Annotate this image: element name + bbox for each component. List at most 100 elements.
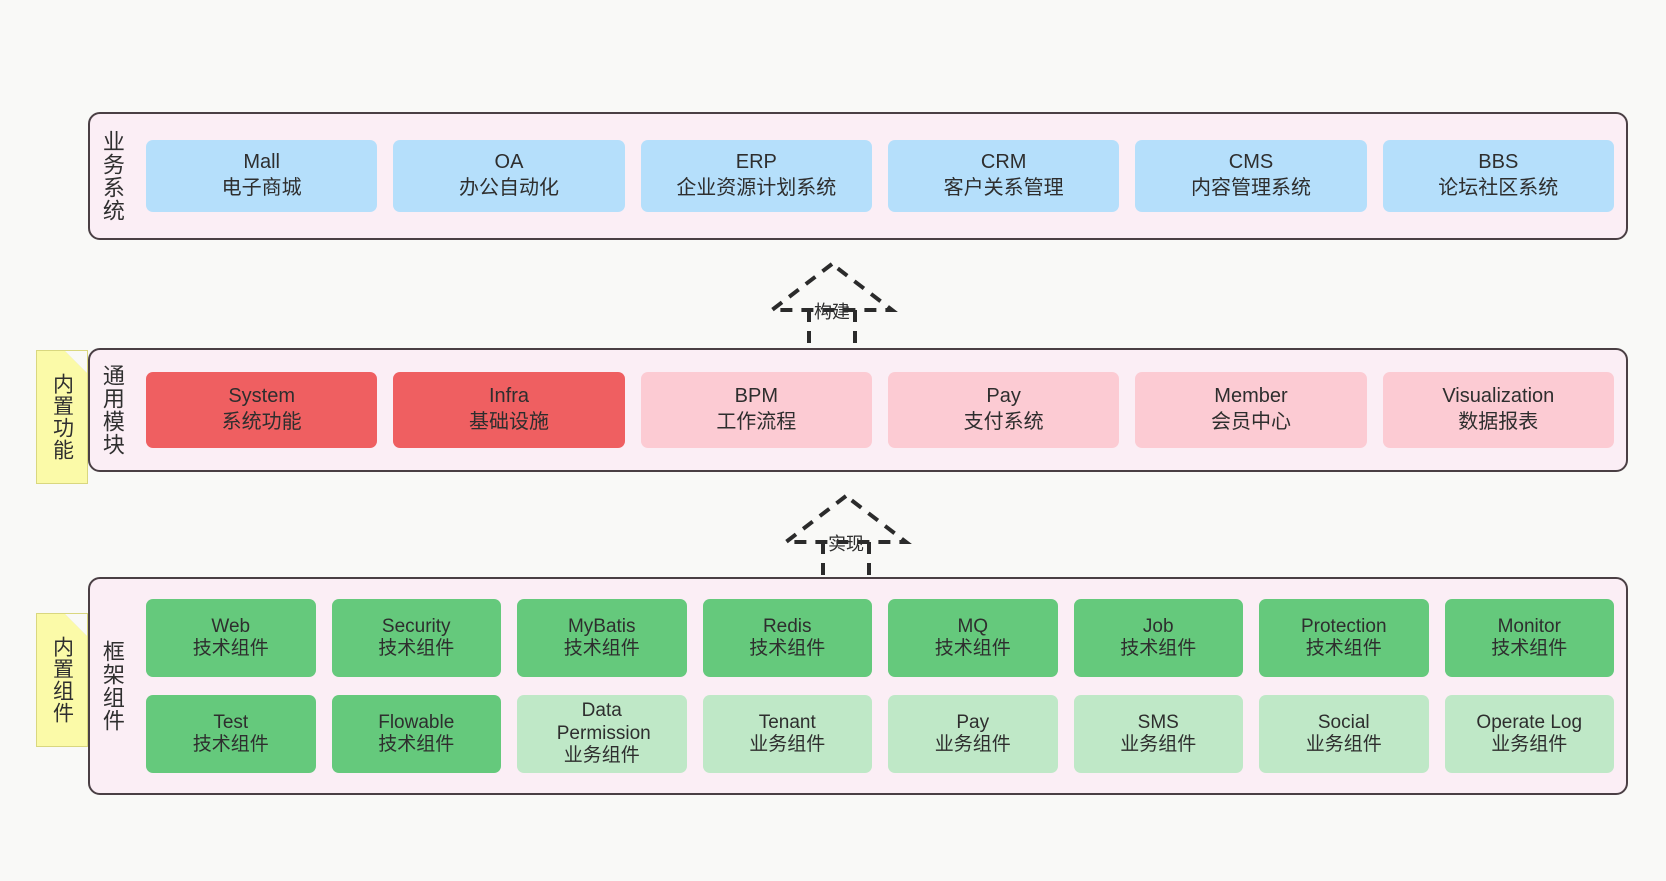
connector-build: 构建 bbox=[752, 258, 912, 348]
node-pay[interactable]: Pay 支付系统 bbox=[887, 372, 1120, 448]
arrow-stem bbox=[821, 542, 871, 578]
node-protection[interactable]: Protection 技术组件 bbox=[1259, 599, 1429, 677]
node-title: Test bbox=[213, 711, 249, 733]
node-subtitle: 系统功能 bbox=[221, 411, 302, 433]
node-cms[interactable]: CMS 内容管理系统 bbox=[1135, 140, 1367, 212]
node-test[interactable]: Test 技术组件 bbox=[146, 695, 316, 773]
node-title: Tenant bbox=[758, 711, 816, 733]
node-row: Web 技术组件 Security 技术组件 MyBatis 技术组件 Redi… bbox=[146, 599, 1614, 677]
node-subtitle: 企业资源计划系统 bbox=[676, 177, 837, 199]
node-title: Pay bbox=[956, 711, 990, 733]
node-subtitle: 技术组件 bbox=[1120, 638, 1197, 659]
node-subtitle: 技术组件 bbox=[378, 638, 455, 659]
node-title: Job bbox=[1142, 615, 1174, 637]
node-data-permission[interactable]: Data Permission 业务组件 bbox=[517, 695, 687, 773]
node-subtitle: 技术组件 bbox=[749, 638, 826, 659]
node-subtitle: 技术组件 bbox=[378, 734, 455, 755]
node-row: System 系统功能 Infra 基础设施 BPM 工作流程 Pay 支付系统… bbox=[146, 372, 1614, 448]
node-title: Security bbox=[381, 615, 451, 637]
layer-business-systems: 业务系统 Mall 电子商城 OA 办公自动化 ERP 企业资源计划系统 CRM… bbox=[88, 112, 1628, 240]
sticky-note-builtin-features: 内置功能 bbox=[36, 350, 88, 484]
node-infra[interactable]: Infra 基础设施 bbox=[393, 372, 625, 448]
node-visualization[interactable]: Visualization 数据报表 bbox=[1382, 372, 1614, 448]
node-subtitle: 技术组件 bbox=[1491, 638, 1568, 659]
node-bpm[interactable]: BPM 工作流程 bbox=[640, 372, 872, 448]
node-subtitle: 论坛社区系统 bbox=[1438, 177, 1559, 199]
node-pay-component[interactable]: Pay 业务组件 bbox=[888, 695, 1058, 773]
layer-title-common-modules: 通用模块 bbox=[99, 364, 125, 456]
node-oa[interactable]: OA 办公自动化 bbox=[393, 140, 625, 212]
node-title: Redis bbox=[762, 615, 812, 637]
node-subtitle: 办公自动化 bbox=[458, 177, 559, 199]
node-subtitle: 数据报表 bbox=[1458, 411, 1539, 433]
node-subtitle: 业务组件 bbox=[1120, 734, 1197, 755]
node-title: ERP bbox=[735, 151, 777, 174]
node-subtitle: 支付系统 bbox=[963, 411, 1044, 433]
node-subtitle: 工作流程 bbox=[716, 411, 797, 433]
node-subtitle: 业务组件 bbox=[563, 745, 640, 767]
node-mybatis[interactable]: MyBatis 技术组件 bbox=[517, 599, 687, 677]
node-subtitle: 业务组件 bbox=[749, 734, 826, 755]
layer-title-business-systems: 业务系统 bbox=[99, 130, 125, 222]
arrowhead-triangle bbox=[766, 261, 898, 312]
node-security[interactable]: Security 技术组件 bbox=[331, 599, 501, 677]
layer-common-modules: 通用模块 System 系统功能 Infra 基础设施 BPM 工作流程 Pay… bbox=[88, 348, 1628, 472]
node-social[interactable]: Social 业务组件 bbox=[1259, 695, 1429, 773]
sticky-note-builtin-components: 内置组件 bbox=[36, 613, 88, 747]
node-subtitle: 业务组件 bbox=[1491, 734, 1568, 755]
node-title: CRM bbox=[980, 151, 1027, 174]
node-flowable[interactable]: Flowable 技术组件 bbox=[331, 695, 501, 773]
layer-body-framework-components: Web 技术组件 Security 技术组件 MyBatis 技术组件 Redi… bbox=[134, 579, 1626, 793]
node-crm[interactable]: CRM 客户关系管理 bbox=[887, 140, 1120, 212]
node-job[interactable]: Job 技术组件 bbox=[1073, 599, 1243, 677]
node-title: System bbox=[228, 385, 295, 408]
node-operate-log[interactable]: Operate Log 业务组件 bbox=[1444, 695, 1614, 773]
layer-title-framework-components: 框架组件 bbox=[99, 640, 125, 732]
connector-build-label: 构建 bbox=[814, 302, 850, 322]
node-title: BPM bbox=[734, 385, 778, 408]
node-title: Protection bbox=[1300, 615, 1387, 637]
node-title: Flowable bbox=[378, 711, 455, 733]
node-title: Member bbox=[1214, 385, 1288, 408]
connector-implement: 实现 bbox=[766, 490, 926, 580]
node-title: Monitor bbox=[1497, 615, 1561, 637]
node-subtitle: 基础设施 bbox=[468, 411, 549, 433]
note-fold-mask bbox=[65, 351, 87, 373]
layer-framework-components: 框架组件 Web 技术组件 Security 技术组件 MyBatis 技术组件… bbox=[88, 577, 1628, 795]
node-web[interactable]: Web 技术组件 bbox=[146, 599, 316, 677]
node-subtitle: 技术组件 bbox=[934, 638, 1011, 659]
node-title: Pay bbox=[986, 385, 1021, 408]
node-title: MQ bbox=[957, 615, 989, 637]
node-title: Operate Log bbox=[1476, 711, 1583, 733]
node-mall[interactable]: Mall 电子商城 bbox=[146, 140, 378, 212]
node-title: BBS bbox=[1478, 151, 1519, 174]
node-title: Social bbox=[1317, 711, 1370, 733]
node-subtitle: 内容管理系统 bbox=[1190, 177, 1311, 199]
node-subtitle: 技术组件 bbox=[192, 734, 269, 755]
arrow-stem bbox=[807, 310, 857, 346]
node-title: CMS bbox=[1228, 151, 1274, 174]
node-system[interactable]: System 系统功能 bbox=[146, 372, 378, 448]
layer-body-business-systems: Mall 电子商城 OA 办公自动化 ERP 企业资源计划系统 CRM 客户关系… bbox=[134, 114, 1626, 238]
node-title: Infra bbox=[488, 385, 529, 408]
node-member[interactable]: Member 会员中心 bbox=[1135, 372, 1367, 448]
node-tenant[interactable]: Tenant 业务组件 bbox=[702, 695, 872, 773]
node-subtitle: 技术组件 bbox=[1305, 638, 1382, 659]
node-bbs[interactable]: BBS 论坛社区系统 bbox=[1382, 140, 1614, 212]
sticky-note-text: 内置功能 bbox=[50, 373, 74, 461]
node-redis[interactable]: Redis 技术组件 bbox=[702, 599, 872, 677]
node-subtitle: 会员中心 bbox=[1210, 411, 1291, 433]
connector-implement-label: 实现 bbox=[828, 534, 864, 554]
note-fold-mask bbox=[65, 614, 87, 636]
node-monitor[interactable]: Monitor 技术组件 bbox=[1444, 599, 1614, 677]
node-row: Test 技术组件 Flowable 技术组件 Data Permission … bbox=[146, 695, 1614, 773]
node-title: Web bbox=[211, 615, 251, 637]
node-subtitle: 技术组件 bbox=[563, 638, 640, 659]
node-subtitle: 电子商城 bbox=[221, 177, 302, 199]
node-subtitle: 业务组件 bbox=[1305, 734, 1382, 755]
node-mq[interactable]: MQ 技术组件 bbox=[888, 599, 1058, 677]
node-subtitle: 客户关系管理 bbox=[943, 177, 1064, 199]
node-title: Data Permission bbox=[556, 700, 651, 744]
node-sms[interactable]: SMS 业务组件 bbox=[1073, 695, 1243, 773]
node-erp[interactable]: ERP 企业资源计划系统 bbox=[640, 140, 872, 212]
